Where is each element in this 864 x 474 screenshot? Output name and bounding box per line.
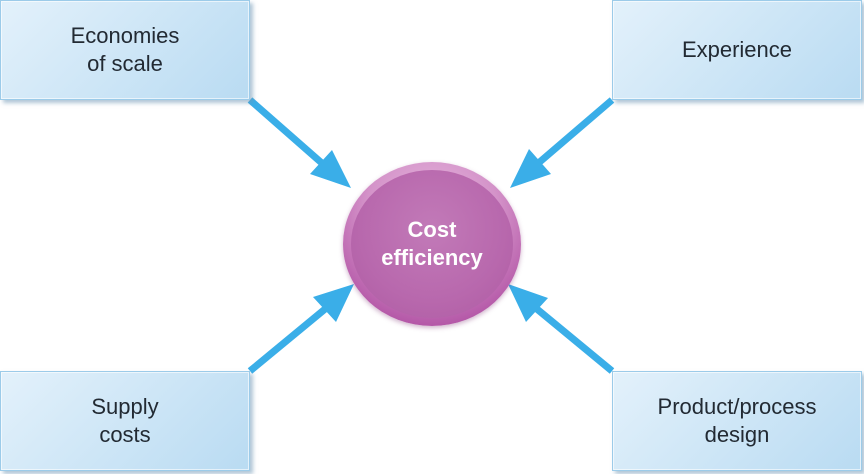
arrow-top-right bbox=[510, 97, 615, 188]
cost-efficiency-circle-inner: Cost efficiency bbox=[351, 170, 513, 318]
factor-label-product-process-design: Product/process design bbox=[657, 394, 817, 447]
cost-efficiency-circle: Cost efficiency bbox=[343, 162, 521, 326]
factor-label-supply-costs: Supply costs bbox=[91, 394, 159, 447]
factor-label-economies-of-scale: Economies of scale bbox=[70, 23, 180, 76]
factor-box-supply-costs: Supply costs bbox=[0, 371, 250, 471]
arrow-bottom-left bbox=[247, 284, 354, 374]
factor-box-economies-of-scale: Economies of scale bbox=[0, 0, 250, 100]
arrow-top-left bbox=[247, 97, 351, 188]
factor-box-product-process-design: Product/process design bbox=[612, 371, 862, 471]
arrow-bottom-right bbox=[508, 284, 615, 374]
factor-label-experience: Experience bbox=[681, 37, 793, 62]
factor-box-experience: Experience bbox=[612, 0, 862, 100]
cost-efficiency-label: Cost efficiency bbox=[381, 217, 483, 270]
